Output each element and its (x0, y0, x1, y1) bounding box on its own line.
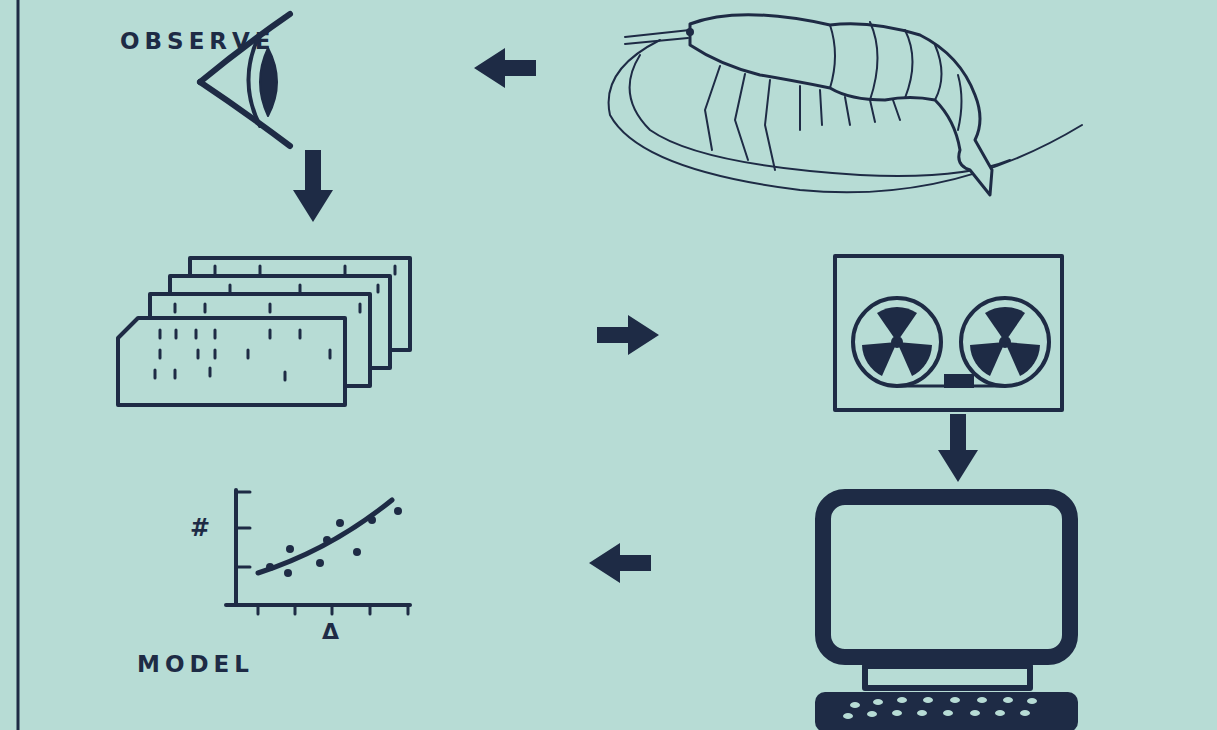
punch-cards (118, 258, 410, 405)
computer-terminal (815, 497, 1078, 730)
shrimp-illustration (609, 15, 1082, 195)
figure-label: OBSERVE (120, 30, 276, 53)
model-graph (226, 490, 410, 614)
tape-drive (835, 256, 1062, 410)
figure-label: Δ (322, 621, 339, 643)
figure-label: MODEL (137, 653, 254, 676)
figure-label: # (190, 516, 210, 540)
margin-rule (17, 0, 20, 730)
